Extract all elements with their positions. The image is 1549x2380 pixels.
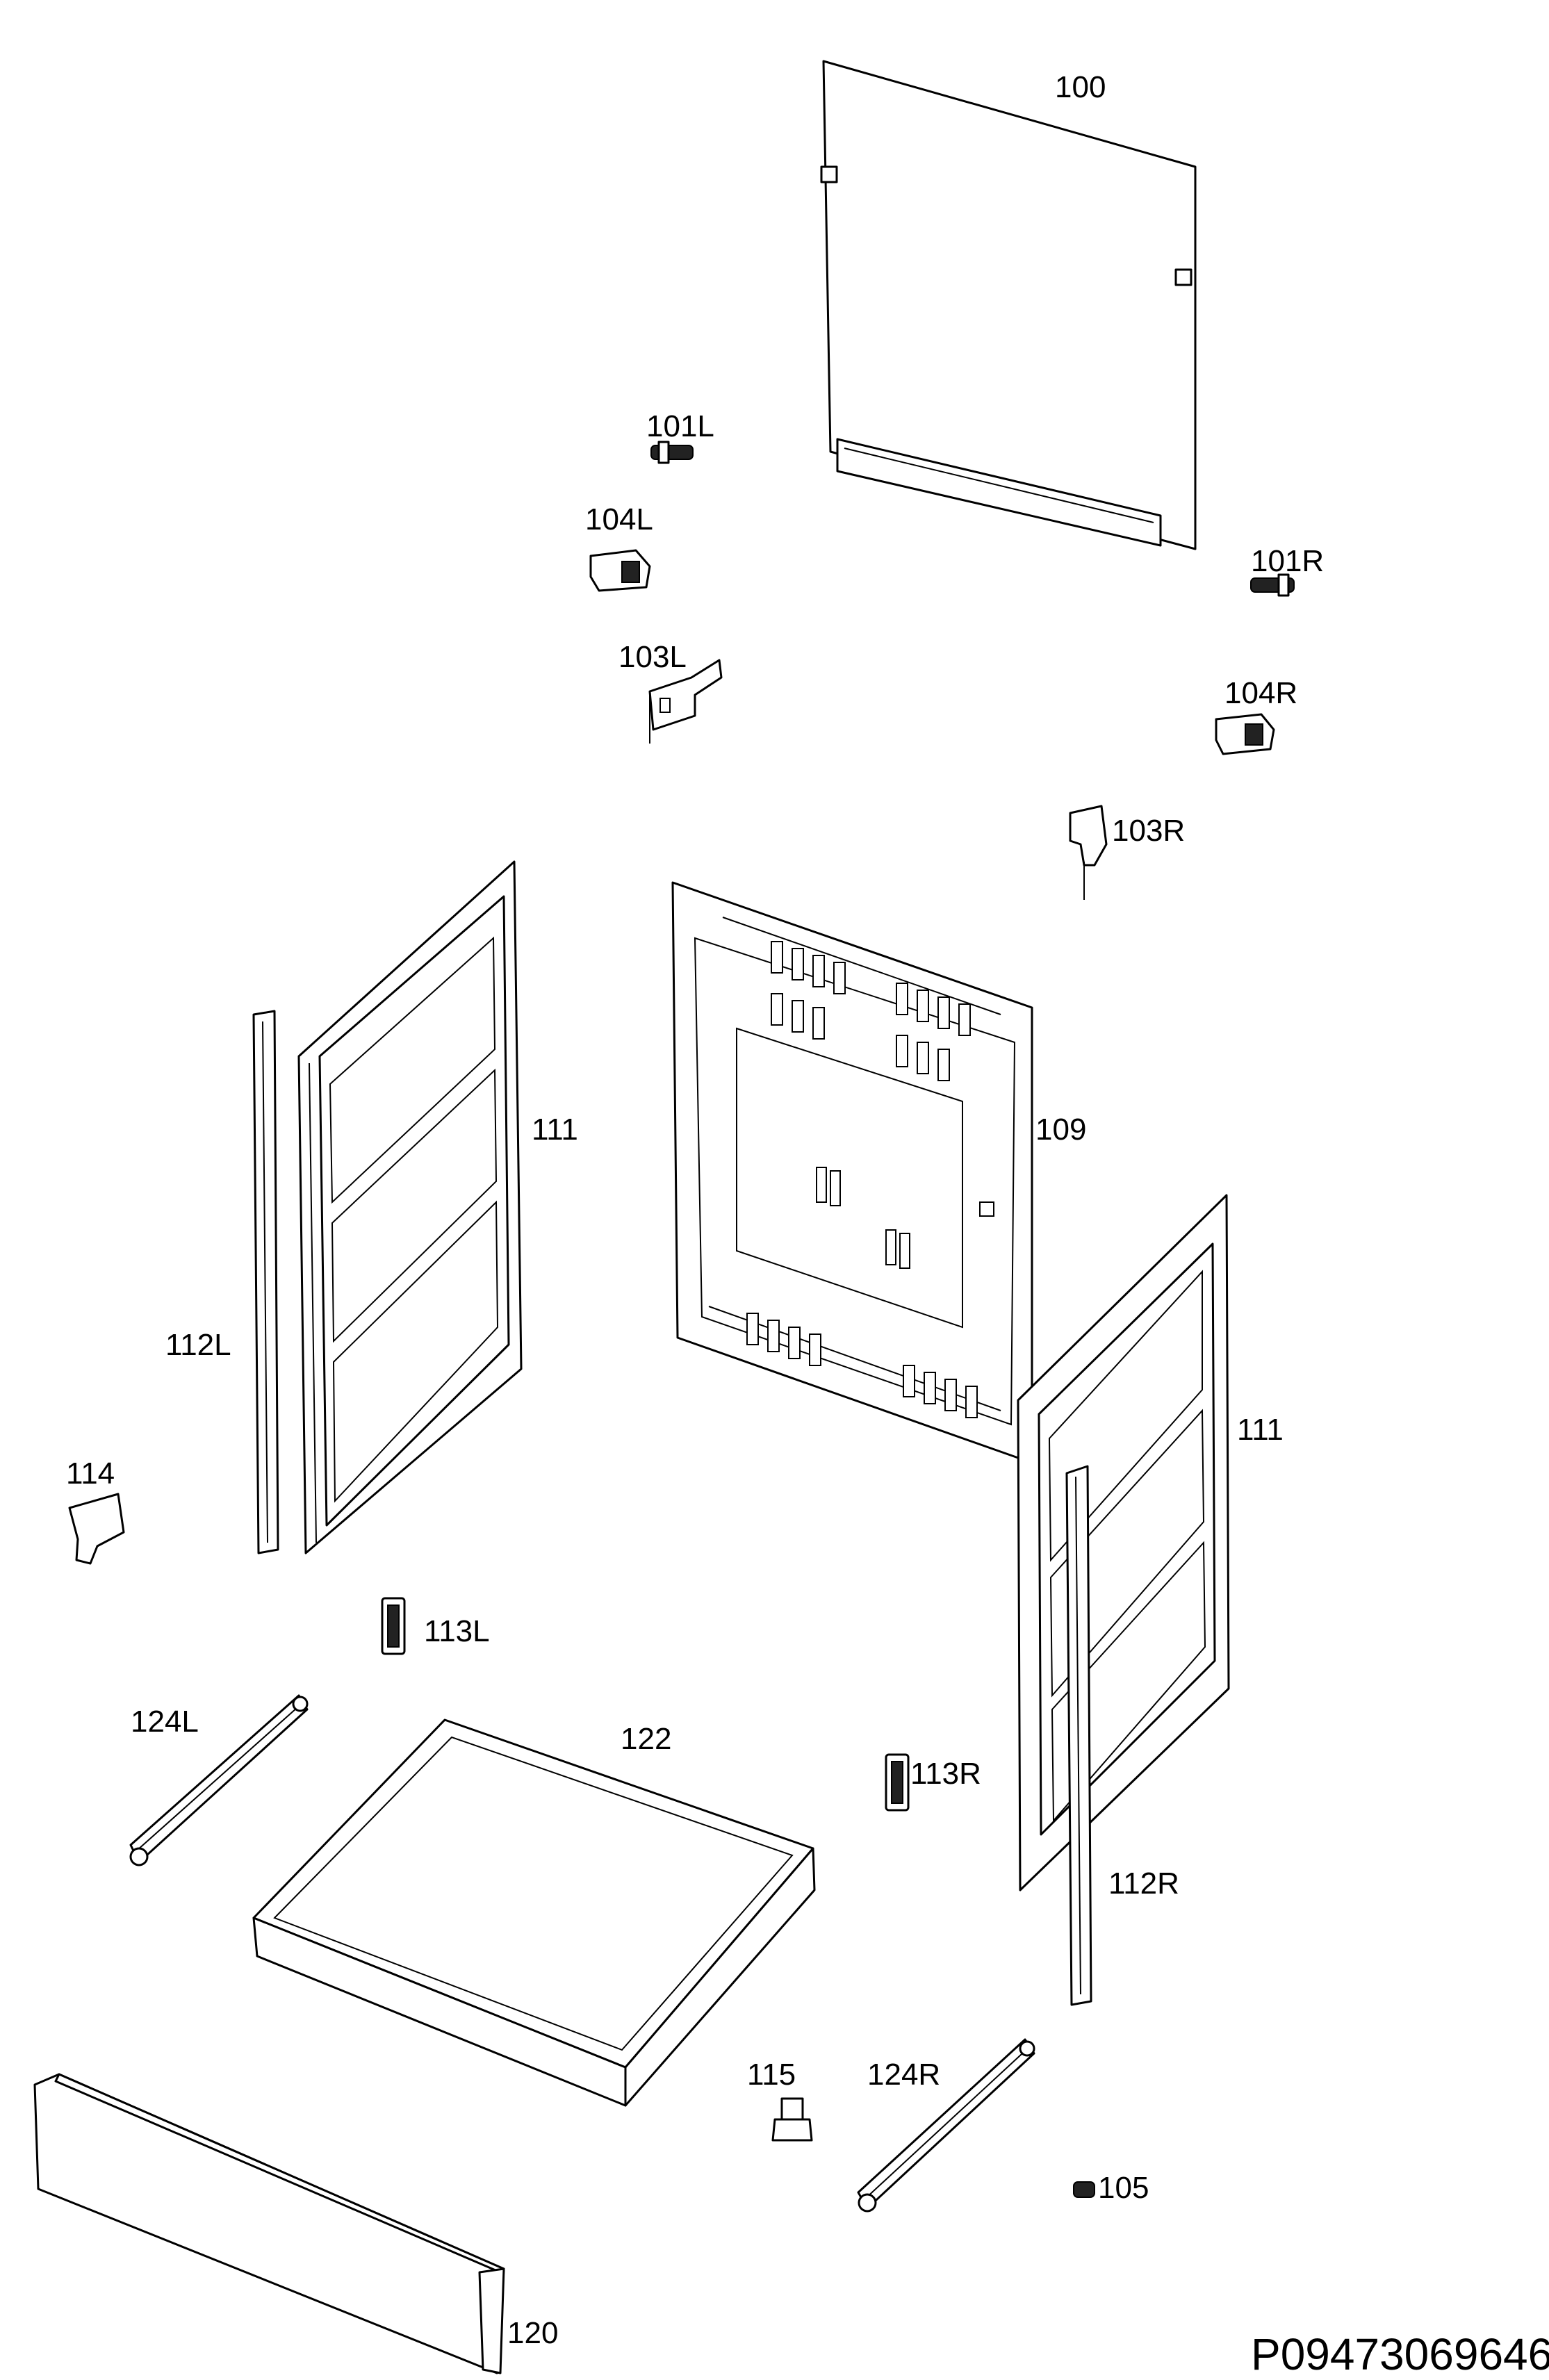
part-109-rear-frame: [671, 881, 1033, 1464]
part-113R-latch: [885, 1753, 910, 1812]
part-124R-rail: [857, 2038, 1035, 2213]
part-100-back-panel: [820, 60, 1197, 550]
part-120-front-panel: [33, 2073, 505, 2374]
label-101L: 101L: [646, 409, 714, 443]
part-101L-screw: [650, 441, 694, 464]
part-114-hook: [68, 1493, 125, 1565]
label-112R: 112R: [1108, 1866, 1179, 1901]
label-103L: 103L: [618, 640, 687, 674]
part-101R-screw: [1250, 573, 1295, 597]
part-112R-strip: [1065, 1465, 1092, 2006]
part-115-foot: [771, 2097, 813, 2142]
part-104R-clip: [1215, 713, 1275, 755]
part-103L-bracket: [648, 659, 723, 744]
label-111-left: 111: [532, 1113, 578, 1147]
part-103R-bracket: [1069, 805, 1108, 900]
part-122-tray: [252, 1718, 816, 2107]
part-113L-latch: [381, 1597, 406, 1655]
label-104L: 104L: [585, 502, 653, 536]
part-111-left-side-frame: [297, 860, 523, 1554]
label-120: 120: [507, 2316, 558, 2350]
label-113L: 113L: [424, 1614, 490, 1648]
label-124L: 124L: [131, 1705, 199, 1739]
label-111-right: 111: [1237, 1413, 1284, 1447]
label-109: 109: [1035, 1113, 1086, 1147]
part-105-cap: [1073, 2181, 1095, 2198]
label-122: 122: [621, 1722, 671, 1756]
label-112L: 112L: [165, 1328, 231, 1362]
label-115: 115: [747, 2058, 796, 2092]
label-104R: 104R: [1224, 676, 1297, 710]
part-104L-clip: [589, 549, 651, 592]
label-105: 105: [1098, 2171, 1149, 2205]
part-112L-strip: [252, 1010, 279, 1554]
label-113R: 113R: [910, 1757, 981, 1791]
part-111-right-side-frame: [1017, 1194, 1230, 1891]
label-114: 114: [66, 1456, 115, 1491]
label-100: 100: [1055, 70, 1106, 104]
label-103R: 103R: [1112, 814, 1185, 848]
diagram-code: P09473069646: [1251, 2329, 1549, 2379]
label-101R: 101R: [1251, 544, 1324, 578]
part-124L-rail: [129, 1694, 309, 1866]
label-124R: 124R: [867, 2058, 940, 2092]
